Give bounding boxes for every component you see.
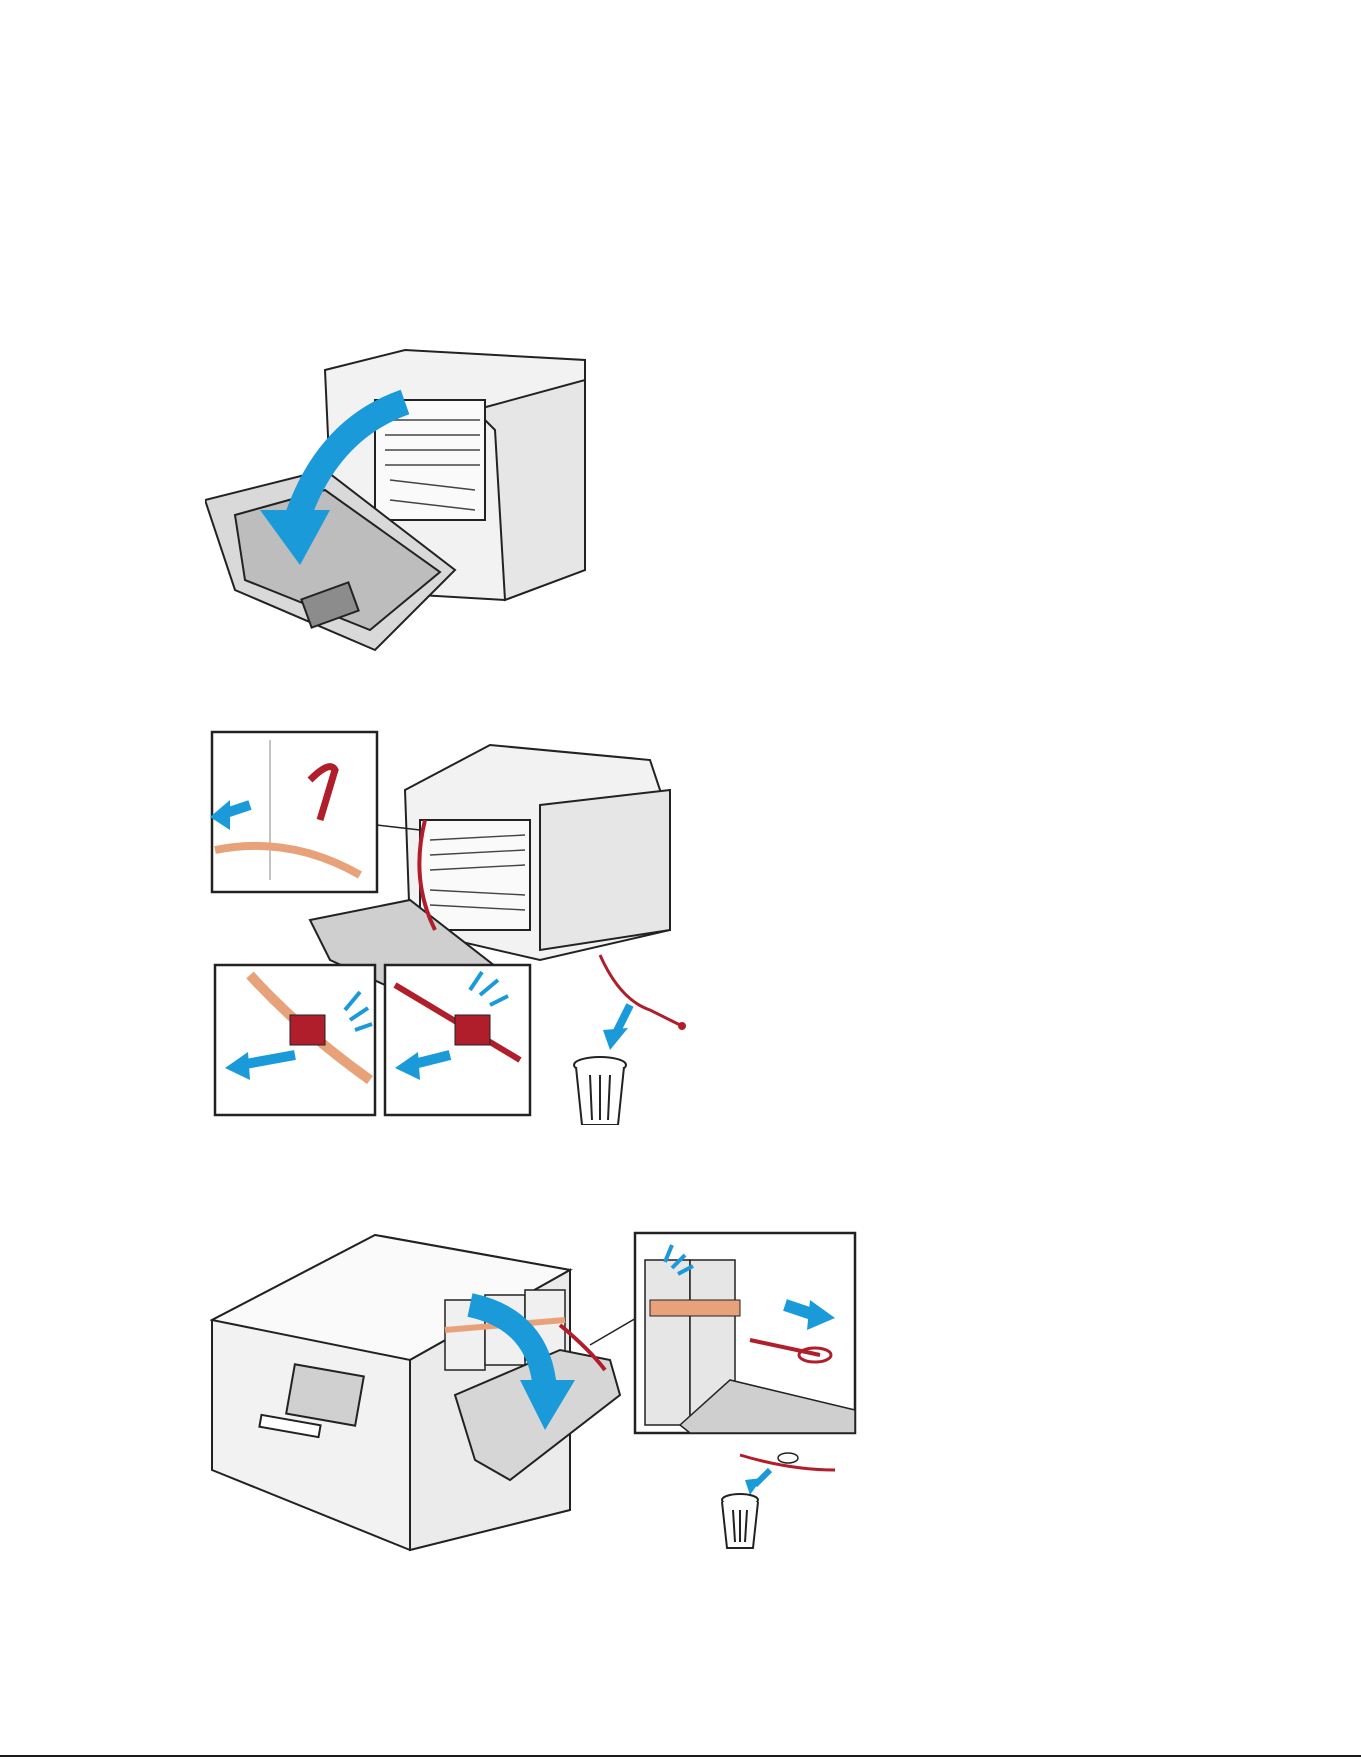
trash-can-icon: [574, 1057, 626, 1125]
figure-open-right-door: [205, 340, 595, 665]
printer-icon: [210, 1230, 860, 1565]
detail-inset-icon: [590, 1233, 855, 1433]
printer-icon: [205, 340, 595, 665]
detail-inset-icon: [210, 732, 420, 892]
detail-inset-icon: [215, 965, 375, 1115]
trash-can-icon: [722, 1494, 758, 1548]
printer-icon: [210, 730, 755, 1125]
figure-remove-toner-packing: [210, 1230, 860, 1565]
detail-inset-icon: [385, 965, 530, 1115]
footer-rule: [0, 1755, 1361, 1757]
figure-remove-red-packing: [210, 730, 755, 1125]
